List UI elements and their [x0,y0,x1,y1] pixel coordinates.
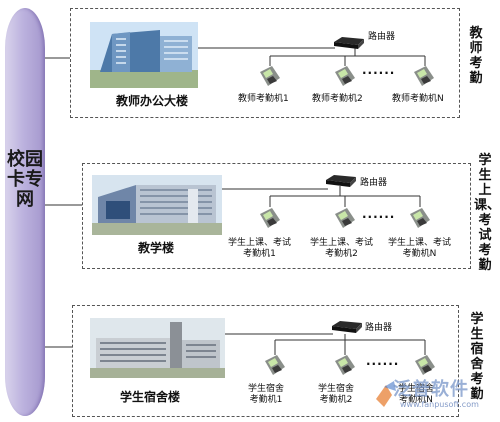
device-label: 学生上课、考试 考勤机N [388,238,452,259]
attendance-machine-icon [335,208,355,228]
dormitory-building-label: 学生宿舍楼 [120,390,181,404]
teacher-office-building-label: 教师办公大楼 [116,94,189,108]
watermark-logo-icon [376,381,396,407]
teacher-office-building-image [90,22,198,88]
router-label: 路由器 [368,32,396,42]
teaching-building-image [92,175,222,235]
campus-network-bar [5,8,45,416]
dormitory-section-box [72,305,459,417]
attendance-machine-icon [260,66,280,86]
device-label: 教师考勤机1 [238,94,289,104]
watermark-url: www.fanpusoft.com [400,400,479,409]
device-label: 学生宿舍 考勤机N [398,384,435,405]
attendance-machine-icon [415,355,435,375]
device-label: 教师考勤机2 [312,94,363,104]
router-label: 路由器 [365,323,393,333]
attendance-machine-icon [260,208,280,228]
ellipsis-dots: ······ [366,357,400,371]
teaching-building-label: 教学楼 [138,241,175,255]
campus-network-label: 校园卡专网 [7,149,43,210]
device-label: 学生上课、考试 考勤机2 [310,238,374,259]
device-label: 教师考勤机N [392,94,444,104]
device-label: 学生宿舍 考勤机1 [248,384,285,405]
dormitory-section-label: 学生宿舍考勤 [470,312,484,402]
dormitory-building-image [90,318,225,378]
attendance-machine-icon [414,66,434,86]
router-icon [326,175,356,187]
ellipsis-dots: ······ [362,210,396,224]
device-label: 学生上课、考试 考勤机1 [228,238,292,259]
attendance-machine-icon [265,355,285,375]
classroom-section-box [82,163,471,269]
teacher-section-box [70,8,460,118]
watermark-text: 泛普软件 [393,379,469,400]
attendance-machine-icon [410,208,430,228]
attendance-machine-icon [335,355,355,375]
router-icon [332,321,362,333]
router-label: 路由器 [360,178,388,188]
teacher-section-label: 教师考勤 [469,26,483,86]
ellipsis-dots: ······ [362,66,396,80]
attendance-machine-icon [335,66,355,86]
device-label: 学生宿舍 考勤机2 [318,384,355,405]
router-icon [334,37,364,49]
classroom-section-label: 学生上课、考试考勤 [474,153,500,273]
